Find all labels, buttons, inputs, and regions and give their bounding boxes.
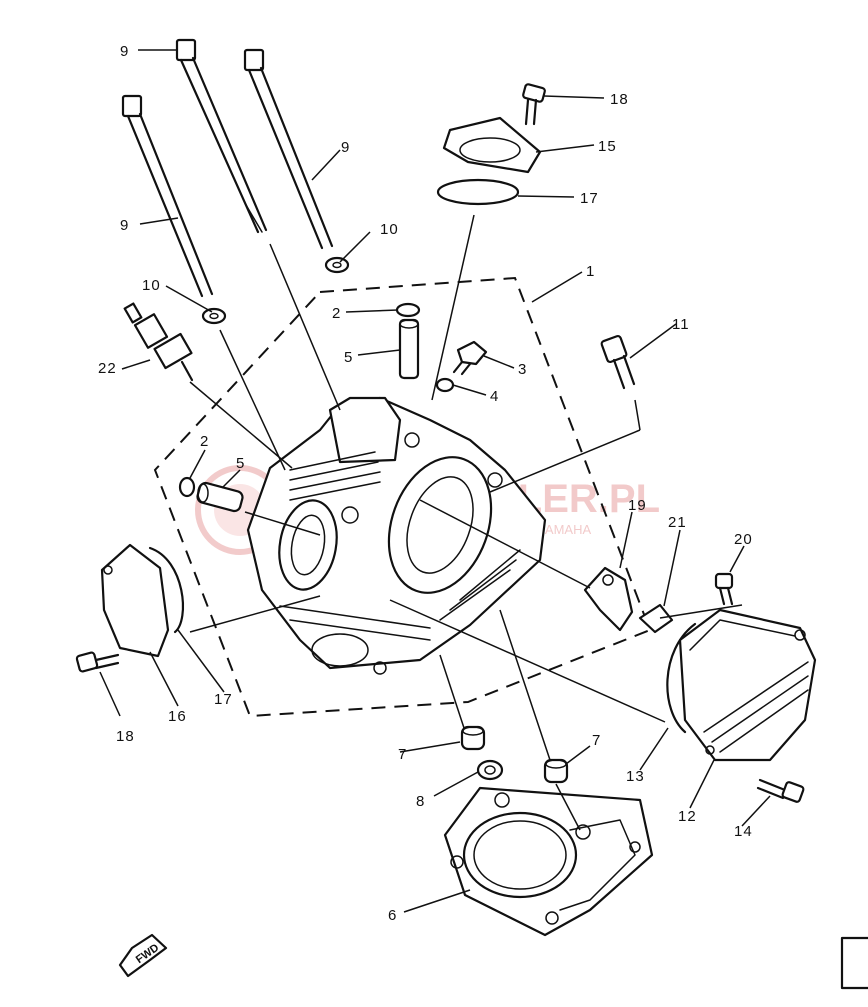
cylinder-head [246, 396, 547, 675]
washer-small [435, 377, 455, 393]
clip-part [638, 603, 674, 634]
dowel-pin-left [460, 725, 486, 751]
callout-2-right: 2 [332, 305, 341, 322]
callout-10-right: 10 [380, 221, 399, 238]
bolt-twenty [714, 572, 734, 606]
o-ring-left [178, 476, 196, 498]
callout-22: 22 [98, 360, 117, 377]
gasket-cam-cover [666, 622, 697, 734]
bolt-cam-cover [756, 778, 805, 803]
callout-19: 19 [628, 497, 647, 514]
callout-4: 4 [490, 388, 499, 405]
dowel-pin-right [543, 758, 569, 784]
washer-right [324, 256, 350, 274]
callout-8: 8 [416, 793, 425, 810]
callout-9-top: 9 [120, 43, 129, 60]
callout-18-left: 18 [116, 728, 135, 745]
callout-14: 14 [734, 823, 753, 840]
callout-7-right: 7 [592, 732, 601, 749]
callout-13: 13 [626, 768, 645, 785]
callout-9-left: 9 [120, 217, 129, 234]
spark-plug [123, 302, 194, 382]
callout-11: 11 [672, 316, 690, 333]
washer-left [201, 307, 227, 325]
callout-17-left: 17 [214, 691, 233, 708]
bolt-long [600, 334, 636, 390]
callout-5-right: 5 [344, 349, 353, 366]
callout-12: 12 [678, 808, 697, 825]
bolt-small [452, 340, 488, 376]
tappet-cover-top [436, 83, 546, 206]
callout-17-top: 17 [580, 190, 599, 207]
callout-9-middle: 9 [341, 139, 350, 156]
side-cover-left [100, 543, 185, 658]
leader-lines [99, 49, 771, 913]
callout-20: 20 [734, 531, 753, 548]
bolt-side-cover [75, 651, 120, 673]
callout-18-top: 18 [610, 91, 629, 108]
assembly-boundary [153, 276, 652, 718]
callout-2-left: 2 [200, 433, 209, 450]
valve-guide-right [398, 318, 420, 380]
callout-6: 6 [388, 907, 397, 924]
callout-10-left: 10 [142, 277, 161, 294]
callout-15: 15 [598, 138, 617, 155]
stud-bolt-c [121, 94, 214, 298]
cam-cover-right [678, 608, 817, 762]
o-ring-right [395, 302, 421, 318]
tensioner-part [583, 566, 634, 632]
callout-3: 3 [518, 361, 527, 378]
callout-16: 16 [168, 708, 187, 725]
damper-ring [476, 759, 504, 781]
callout-21: 21 [668, 514, 687, 531]
callout-7-left: 7 [398, 746, 407, 763]
stud-bolt-a [175, 38, 268, 234]
corner-box [840, 936, 868, 990]
stud-bolt-b [243, 48, 334, 250]
callout-1: 1 [586, 263, 595, 280]
callout-labels: 9 9 9 10 10 1 2 5 3 4 11 18 15 17 22 2 5… [98, 43, 753, 924]
callout-5-left: 5 [236, 455, 245, 472]
head-gasket [443, 786, 654, 937]
forward-arrow: FWD [118, 933, 168, 978]
